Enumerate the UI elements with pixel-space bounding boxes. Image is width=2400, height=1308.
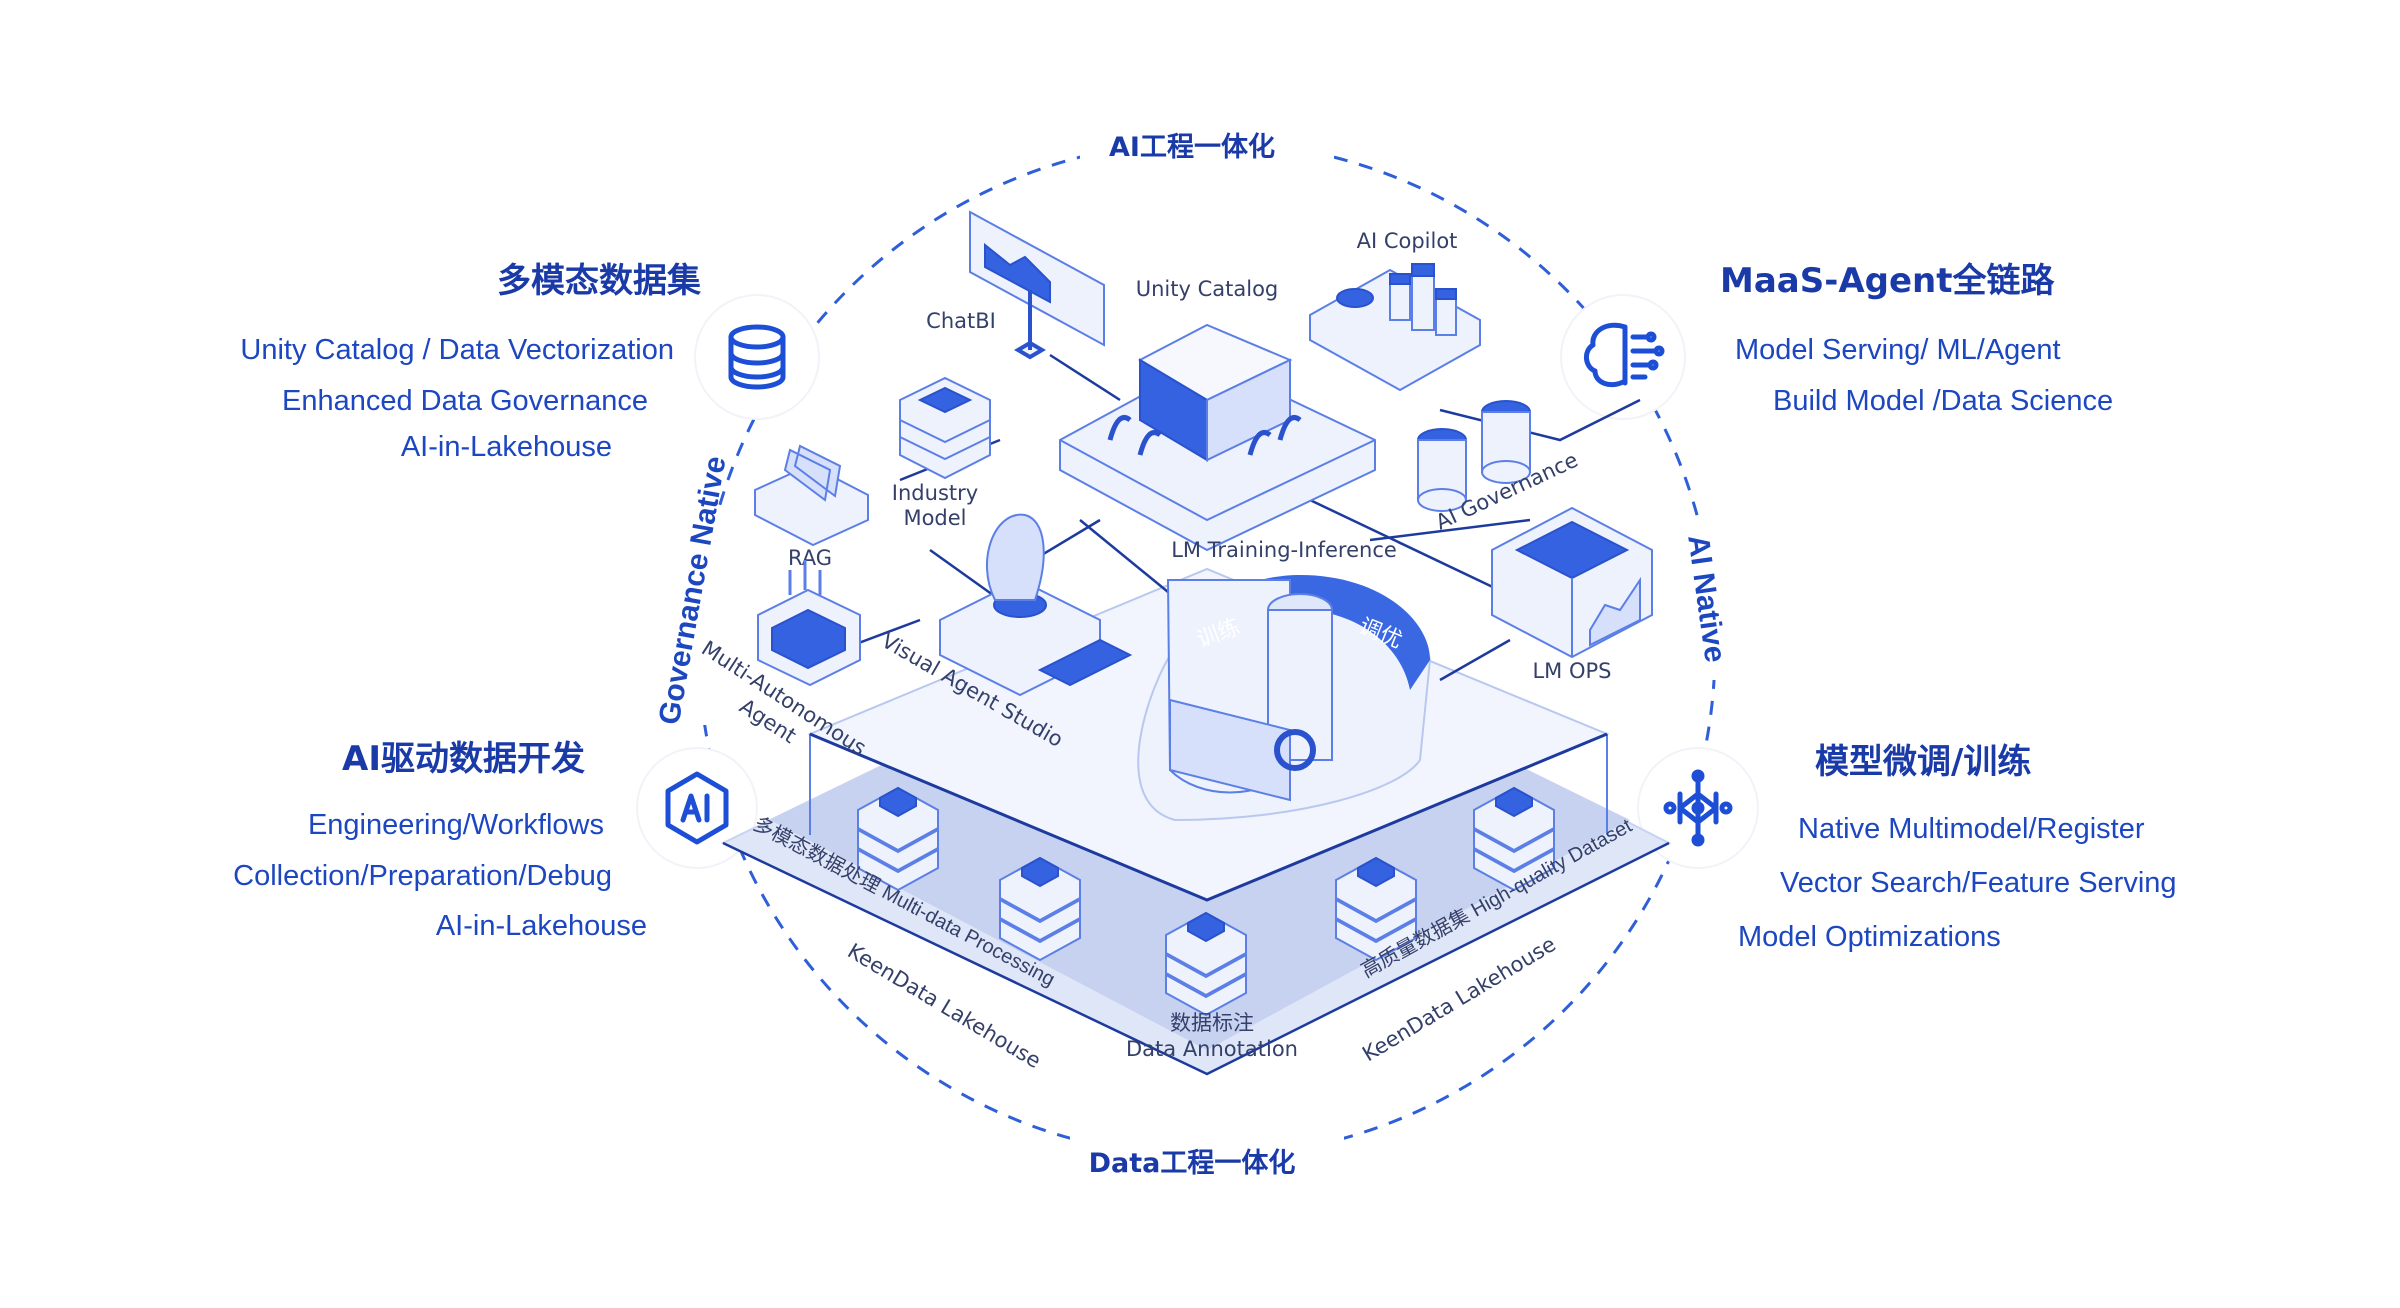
- ai-copilot-illustration: [1309, 263, 1481, 392]
- panel-line: Vector Search/Feature Serving: [1780, 867, 2177, 899]
- industry-model-illustration: [899, 376, 991, 480]
- panel-line: Unity Catalog / Data Vectorization: [240, 334, 674, 366]
- label-annotation-cn: 数据标注: [1170, 1011, 1254, 1035]
- label-rag: RAG: [788, 546, 832, 570]
- database-icon: [694, 294, 820, 420]
- brain-circuit-icon: [1560, 294, 1686, 420]
- panel-line: Engineering/Workflows: [308, 809, 604, 841]
- ai-hexagon-icon: [636, 747, 758, 869]
- panel-line: Collection/Preparation/Debug: [233, 860, 612, 892]
- panel-line: Enhanced Data Governance: [282, 385, 648, 417]
- unity-catalog-illustration: [1059, 323, 1376, 552]
- panel-line: AI-in-Lakehouse: [436, 910, 647, 942]
- label-lm-ops: LM OPS: [1532, 659, 1611, 683]
- panel-bottom-left: AI驱动数据开发 Engineering/Workflows Collectio…: [233, 739, 647, 942]
- neural-network-icon: [1637, 747, 1759, 869]
- panel-top-right: MaaS-Agent全链路 Model Serving/ ML/Agent Bu…: [1720, 261, 2113, 417]
- panel-line: Model Optimizations: [1738, 921, 2001, 953]
- panel-title: AI驱动数据开发: [342, 739, 585, 779]
- panel-title: MaaS-Agent全链路: [1720, 261, 2055, 301]
- panel-title: 多模态数据集: [497, 261, 701, 301]
- label-ai-copilot: AI Copilot: [1357, 229, 1458, 253]
- panel-line: Build Model /Data Science: [1773, 385, 2113, 417]
- label-chatbi: ChatBI: [926, 309, 996, 333]
- ring-label-bottom: Data工程一体化: [1089, 1148, 1296, 1179]
- rag-illustration: [754, 444, 869, 547]
- label-industry-model-2: Model: [903, 506, 966, 530]
- visual-agent-studio-illustration: [939, 513, 1133, 697]
- label-annotation-en: Data Annotation: [1126, 1037, 1298, 1061]
- panel-top-left: 多模态数据集 Unity Catalog / Data Vectorizatio…: [240, 261, 701, 463]
- panel-line: Native Multimodel/Register: [1798, 813, 2145, 845]
- label-unity-catalog: Unity Catalog: [1136, 277, 1279, 301]
- ring-label-top: AI工程一体化: [1109, 132, 1275, 163]
- label-lm-training: LM Training-Inference: [1171, 538, 1397, 562]
- training-tuning-ring: [1137, 575, 1432, 822]
- lm-ops-illustration: [1491, 506, 1653, 659]
- multi-agent-illustration: [757, 560, 861, 687]
- panel-line: AI-in-Lakehouse: [401, 431, 612, 463]
- chatbi-illustration: [969, 210, 1105, 360]
- panel-line: Model Serving/ ML/Agent: [1735, 334, 2061, 366]
- panel-bottom-right: 模型微调/训练 Native Multimodel/Register Vecto…: [1738, 742, 2177, 953]
- label-industry-model: Industry: [892, 481, 978, 505]
- panel-title: 模型微调/训练: [1815, 742, 2031, 782]
